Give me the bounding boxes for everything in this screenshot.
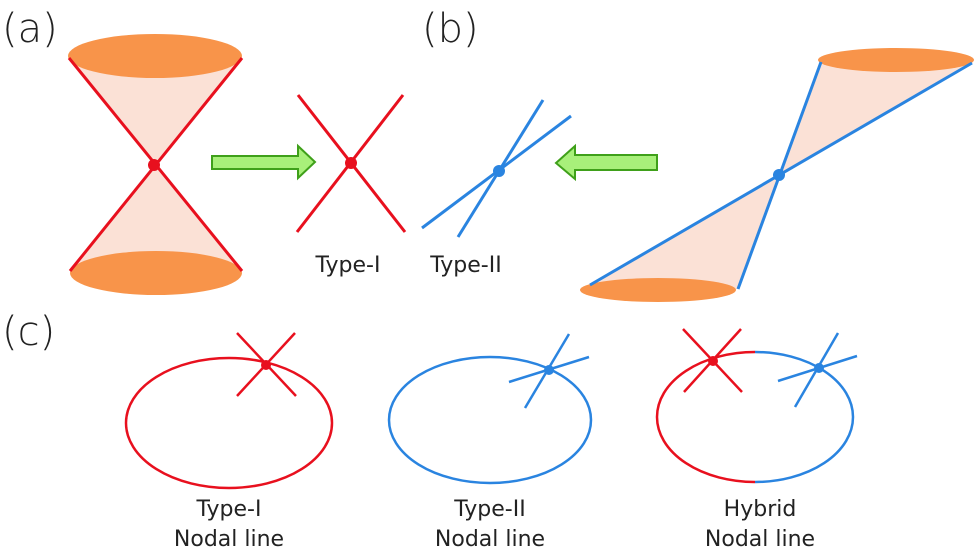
- upper-cone-cap: [818, 48, 974, 72]
- hybrid-nodal-line: [655, 328, 858, 484]
- nodal-loop-type2-half: [754, 350, 855, 484]
- type2-nodal-line: [387, 333, 593, 485]
- type1-nodal-line: [124, 332, 334, 490]
- arrow-left-icon: [554, 143, 658, 182]
- panel-label-a: (a): [2, 6, 58, 52]
- crossing-point: [773, 169, 785, 181]
- panel-label-c: (c): [2, 309, 55, 355]
- crossing-point: [261, 360, 271, 370]
- panel-label-b: (b): [422, 6, 479, 52]
- type2-label: Type-II: [429, 253, 501, 278]
- upper-cone-body: [69, 58, 242, 165]
- nodal-line-2-subtitle: Nodal line: [435, 527, 545, 552]
- crossing-point: [148, 159, 160, 171]
- crossing-point: [345, 157, 357, 169]
- nodal-line-1-title: Type-I: [196, 497, 262, 522]
- arrow-right-icon: [211, 143, 317, 181]
- nodal-line-1-subtitle: Nodal line: [174, 527, 284, 552]
- crossing-point: [814, 363, 824, 373]
- crossing-point: [708, 356, 718, 366]
- nodal-loop: [124, 356, 334, 490]
- nodal-line-2-title: Type-II: [453, 497, 525, 522]
- type1-cone: [67, 34, 244, 295]
- type2-crossing: [421, 99, 572, 238]
- upper-cone-cap: [68, 34, 242, 78]
- crossing-point: [544, 365, 554, 375]
- nodal-loop-type1-half: [655, 350, 756, 484]
- type2-cone: [580, 48, 974, 302]
- lower-cone-cap: [70, 251, 242, 295]
- nodal-line-3-subtitle: Nodal line: [705, 527, 815, 552]
- nodal-line-3-title: Hybrid: [724, 497, 797, 522]
- crossing-point: [493, 165, 505, 177]
- type1-crossing: [295, 94, 407, 233]
- nodal-loop: [387, 355, 593, 485]
- type1-label: Type-I: [315, 253, 381, 278]
- lower-cone-cap: [580, 278, 736, 302]
- lower-cone-body: [70, 165, 242, 271]
